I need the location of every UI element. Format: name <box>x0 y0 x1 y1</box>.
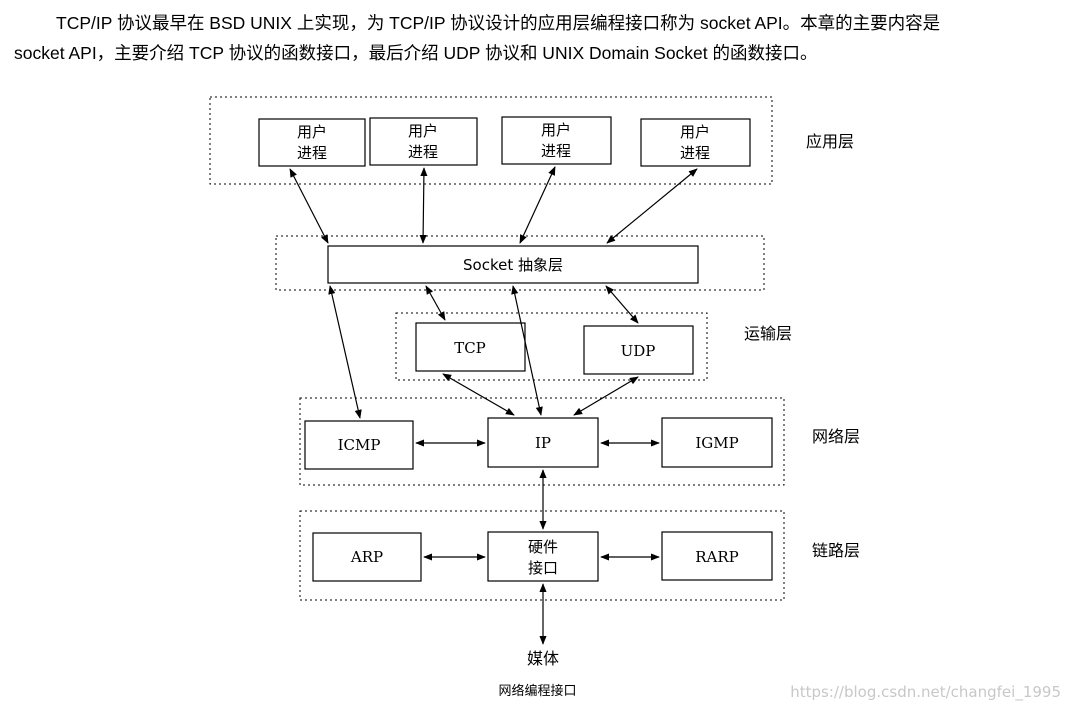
network-layer-label: 网络层 <box>812 427 860 446</box>
user-process-box-2 <box>369 117 478 166</box>
intro-line-2: socket API，主要介绍 TCP 协议的函数接口，最后介绍 UDP 协议和… <box>14 43 818 63</box>
arrow-user4-socket <box>606 168 698 244</box>
arrow-socket-udp <box>605 285 639 324</box>
igmp-box <box>661 417 773 468</box>
transport-layer-frame <box>395 312 708 381</box>
arrow-user3-socket <box>519 166 556 244</box>
user-process-1-label-top: 用户 <box>297 123 327 141</box>
rarp-box <box>661 531 773 581</box>
link-layer-label: 链路层 <box>812 541 860 560</box>
socket-layer-label: Socket 抽象层 <box>463 256 563 274</box>
hardware-interface-box <box>487 531 599 582</box>
user-process-4-label-top: 用户 <box>680 123 710 141</box>
tcp-box <box>415 322 526 372</box>
arp-box <box>312 532 422 582</box>
socket-layer-box <box>327 245 699 284</box>
user-process-4-label-bottom: 进程 <box>680 144 710 162</box>
user-process-3-label-bottom: 进程 <box>541 142 571 160</box>
user-process-box-4 <box>640 118 751 167</box>
medium-label: 媒体 <box>527 649 559 668</box>
hardware-interface-label-bottom: 接口 <box>528 559 558 577</box>
user-process-1-label-bottom: 进程 <box>297 144 327 162</box>
arrow-udp-ip <box>573 376 639 416</box>
application-layer-frame <box>209 96 773 185</box>
intro-line-1: TCP/IP 协议最早在 BSD UNIX 上实现，为 TCP/IP 协议设计的… <box>56 13 941 33</box>
igmp-label: IGMP <box>695 434 738 452</box>
ip-label: IP <box>535 434 551 452</box>
icmp-label: ICMP <box>338 436 381 454</box>
arrow-tcp-ip <box>442 373 515 416</box>
user-process-box-1 <box>258 118 366 167</box>
figure-caption-text: 网络编程接口 <box>498 684 577 699</box>
figure-caption: 网络编程接口 <box>0 680 1075 699</box>
arrow-user1-socket <box>289 168 329 244</box>
application-layer-label: 应用层 <box>806 132 854 151</box>
udp-box <box>583 325 694 375</box>
arp-label: ARP <box>350 548 383 566</box>
ip-box <box>487 417 599 468</box>
transport-layer-label: 运输层 <box>744 324 792 343</box>
intro-paragraph: TCP/IP 协议最早在 BSD UNIX 上实现，为 TCP/IP 协议设计的… <box>14 8 1064 68</box>
arrow-socket-icmp <box>328 285 362 419</box>
watermark: https://blog.csdn.net/changfei_1995 <box>790 683 1061 701</box>
arrow-user2-socket <box>419 167 428 244</box>
user-process-2-label-bottom: 进程 <box>408 143 438 161</box>
icmp-box <box>304 420 414 470</box>
user-process-3-label-top: 用户 <box>541 121 571 139</box>
udp-label: UDP <box>621 342 656 360</box>
rarp-label: RARP <box>695 548 739 566</box>
tcp-label: TCP <box>454 339 486 357</box>
user-process-2-label-top: 用户 <box>408 122 438 140</box>
arrow-socket-ip <box>511 285 543 416</box>
user-process-box-3 <box>501 116 612 165</box>
hardware-interface-label-top: 硬件 <box>528 538 558 556</box>
arrow-socket-tcp <box>425 285 446 321</box>
